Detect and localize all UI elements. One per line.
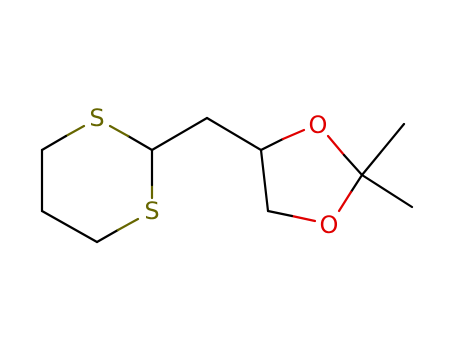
bond-c2-o2	[349, 173, 364, 194]
methylene-linker	[150, 116, 263, 152]
bond-ch2-c4prime	[205, 116, 263, 152]
bond-o1-c2	[342, 153, 364, 177]
bond-o2-c5	[266, 209, 294, 218]
gem-dimethyl	[360, 122, 414, 209]
atom-label-sulfur-top: S	[89, 104, 104, 132]
bond-c2-s1	[126, 134, 154, 152]
bond-c4-o1-colored	[281, 128, 306, 141]
atom-label-oxygen-top: O	[309, 111, 328, 139]
bond-o2-c5-colored	[290, 214, 317, 223]
bond-c2-o2-colored	[337, 190, 353, 213]
bond-o1-c2-colored	[326, 134, 346, 157]
bond-c4-s2	[95, 228, 120, 244]
bond-c5-c4	[259, 148, 270, 213]
bond-c2-methyl-down	[360, 173, 414, 209]
bond-c4-s2-colored	[116, 217, 140, 232]
bond-c2-ch2	[150, 116, 209, 152]
bond-c5-c4	[40, 209, 99, 244]
bond-s1-c2-colored	[108, 124, 130, 138]
bond-c4-o1	[259, 137, 285, 152]
bond-s1-c6	[40, 134, 68, 152]
dioxolane-ring	[259, 128, 364, 223]
atom-label-sulfur-bottom: S	[144, 197, 159, 225]
atom-label-oxygen-bottom: O	[320, 211, 339, 239]
bond-s1-c6-colored	[64, 124, 86, 138]
bond-c2-methyl-up	[360, 122, 406, 177]
dithiane-ring	[40, 124, 154, 244]
